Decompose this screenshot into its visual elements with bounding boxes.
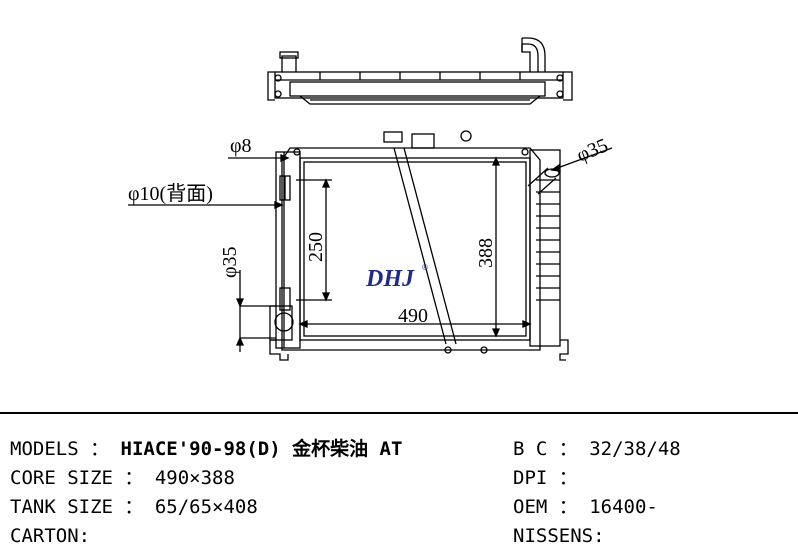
spec-value: HIACE'90-98(D) 金杯柴油 AT (120, 438, 403, 460)
spec-label: MODELS ： (10, 438, 110, 460)
divider-line (0, 412, 798, 414)
spec-tank-size: TANK SIZE ： 65/65×408 (10, 496, 258, 518)
spec-oem: OEM ： 16400- (513, 496, 658, 518)
dim-phi8-label: φ8 (230, 135, 252, 157)
spec-label: B C ： (513, 438, 578, 460)
spec-core-size: CORE SIZE ： 490×388 (10, 467, 235, 489)
dim-490-label: 490 (398, 305, 428, 327)
brand-logo: DHJ (365, 266, 415, 292)
radiator-drawing: φ8 φ10(背面) 250 388 490 φ35 φ35 DHJ ® (128, 37, 613, 361)
dimension-lines (128, 147, 613, 352)
dim-phi35-left-label: φ35 (219, 246, 241, 278)
brand-registered-mark: ® (422, 263, 428, 272)
spec-value: 16400- (589, 496, 658, 518)
spec-label: TANK SIZE ： (10, 496, 144, 518)
spec-value: 32/38/48 (589, 438, 681, 460)
spec-bc: B C ： 32/38/48 (513, 438, 681, 460)
radiator-svg: φ8 φ10(背面) 250 388 490 φ35 φ35 DHJ ® (128, 37, 613, 361)
spec-models: MODELS ： HIACE'90-98(D) 金杯柴油 AT (10, 438, 402, 460)
spec-dpi: DPI ： (513, 467, 578, 489)
spec-value: 65/65×408 (154, 496, 258, 518)
spec-value: 490×388 (154, 467, 235, 489)
spec-label: NISSENS: (513, 525, 605, 547)
dim-phi10-label: φ10(背面) (128, 182, 213, 205)
spec-nissens: NISSENS: (513, 525, 605, 547)
dim-phi35-right-label: φ35 (574, 134, 611, 166)
top-view-tank (267, 37, 573, 105)
spec-label: CARTON: (10, 525, 91, 547)
spec-label: CORE SIZE ： (10, 467, 144, 489)
spec-label: DPI ： (513, 467, 578, 489)
dim-388-label: 388 (475, 238, 497, 268)
spec-carton: CARTON: (10, 525, 90, 547)
spec-label: OEM ： (513, 496, 578, 518)
dim-250-label: 250 (305, 232, 327, 262)
